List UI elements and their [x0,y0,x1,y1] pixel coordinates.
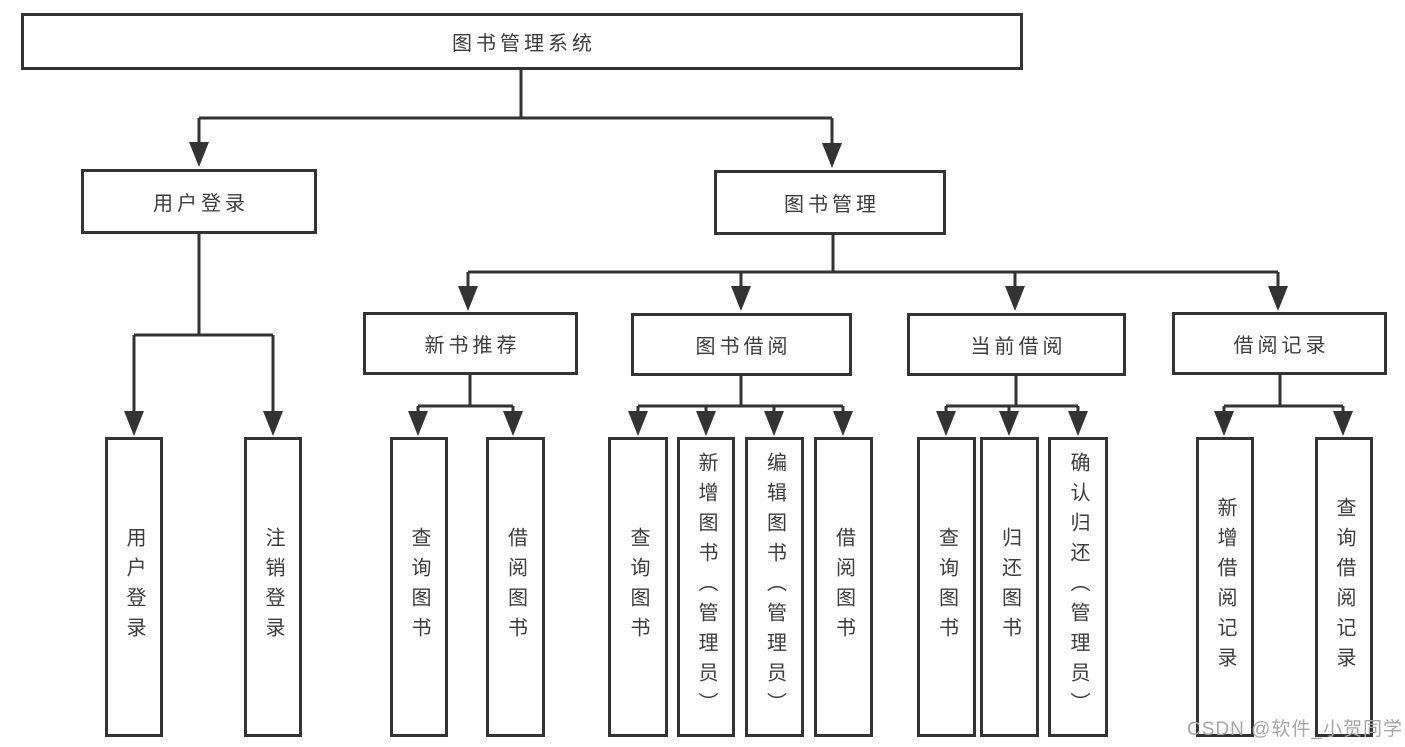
leaf-label: 借阅图书 [832,527,855,647]
leaf-query-books-3: 查询图书 [917,437,976,737]
leaf-label: 新增图书（管理员） [695,452,717,722]
node-book-management: 图书管理 [714,170,946,235]
leaf-borrow-books-1: 借阅图书 [486,437,545,737]
leaf-query-books-1: 查询图书 [390,437,448,737]
leaf-edit-books-admin: 编辑图书（管理员） [745,437,804,737]
node-book-borrow: 图书借阅 [631,313,852,376]
leaf-label: 查询图书 [408,527,430,647]
leaf-label: 借阅图书 [504,527,527,647]
leaf-query-borrow-record: 查询借阅记录 [1315,437,1373,737]
leaf-label: 用户登录 [123,527,145,647]
leaf-logout: 注销登录 [244,437,302,737]
leaf-label: 查询图书 [627,527,649,647]
leaf-return-books: 归还图书 [980,437,1039,737]
leaf-label: 归还图书 [998,527,1021,647]
csdn-watermark: CSDN @软件_小贺同学 [1187,719,1403,740]
leaf-add-borrow-record: 新增借阅记录 [1196,437,1254,737]
leaf-borrow-books-2: 借阅图书 [814,437,873,737]
leaf-confirm-return-admin: 确认归还（管理员） [1048,437,1108,737]
leaf-label: 查询图书 [935,527,958,647]
node-root: 图书管理系统 [21,13,1023,70]
node-current-borrow: 当前借阅 [907,313,1126,376]
node-new-book-recommend: 新书推荐 [363,312,578,375]
leaf-label: 查询借阅记录 [1333,497,1355,677]
leaf-label: 新增借阅记录 [1214,497,1236,677]
leaf-label: 注销登录 [262,527,284,647]
leaf-query-books-2: 查询图书 [608,437,668,737]
node-user-login: 用户登录 [81,169,317,234]
leaf-add-books-admin: 新增图书（管理员） [677,437,735,737]
leaf-label: 编辑图书（管理员） [763,452,786,722]
leaf-label: 确认归还（管理员） [1067,452,1089,722]
leaf-user-login: 用户登录 [105,437,163,737]
node-borrow-records: 借阅记录 [1172,312,1387,375]
